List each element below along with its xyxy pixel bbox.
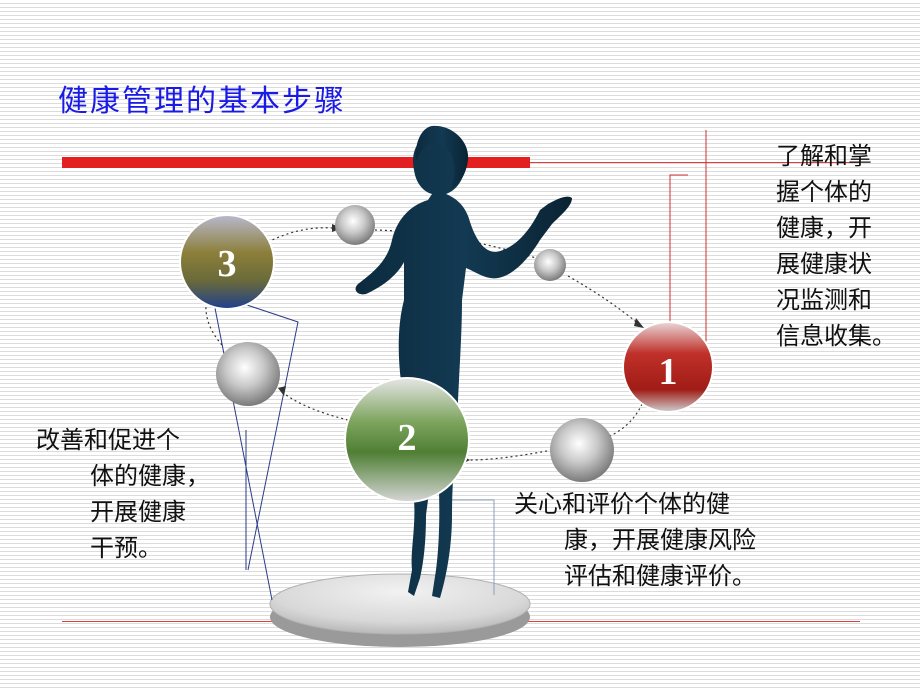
- caption-line: 况监测和: [776, 286, 872, 314]
- step-sphere-2: [344, 377, 470, 503]
- small-sphere-right: [534, 249, 566, 281]
- caption-line: 干预。: [90, 534, 162, 562]
- slide-title: 健康管理的基本步骤: [58, 84, 346, 119]
- sphere-left: [216, 342, 280, 406]
- caption-line: 握个体的: [776, 178, 872, 206]
- caption-line: 健康，开: [776, 214, 872, 242]
- presenter-silhouette-icon: [355, 125, 572, 598]
- step-number-3: 3: [217, 243, 237, 285]
- step-2-caption: 关心和评价个体的健 康，开展健康风险 评估和健康评价。: [514, 486, 756, 594]
- caption-line: 体的健康，: [90, 462, 210, 490]
- step-3-caption: 改善和促进个 体的健康， 开展健康 干预。: [36, 422, 210, 566]
- caption-line: 信息收集。: [776, 322, 896, 350]
- caption-line: 康，开展健康风险: [564, 526, 756, 554]
- top-divider-line: [530, 162, 860, 163]
- caption-line: 关心和评价个体的健: [514, 490, 730, 518]
- step-sphere-1: [622, 321, 714, 413]
- sphere-bottom-right: [550, 418, 614, 482]
- caption-line: 开展健康: [90, 498, 186, 526]
- caption-line: 评估和健康评价。: [564, 562, 756, 590]
- small-sphere-top: [335, 205, 375, 245]
- step-number-2: 2: [397, 417, 417, 459]
- pedestal: [269, 573, 531, 647]
- caption-line: 改善和促进个: [36, 426, 180, 454]
- step-number-1: 1: [658, 351, 678, 393]
- caption-line: 了解和掌: [776, 142, 872, 170]
- step-1-caption: 了解和掌 握个体的 健康，开 展健康状 况监测和 信息收集。: [776, 138, 896, 354]
- step-sphere-3: [179, 214, 275, 310]
- caption-line: 展健康状: [776, 250, 872, 278]
- title-underline-bar: [62, 157, 530, 168]
